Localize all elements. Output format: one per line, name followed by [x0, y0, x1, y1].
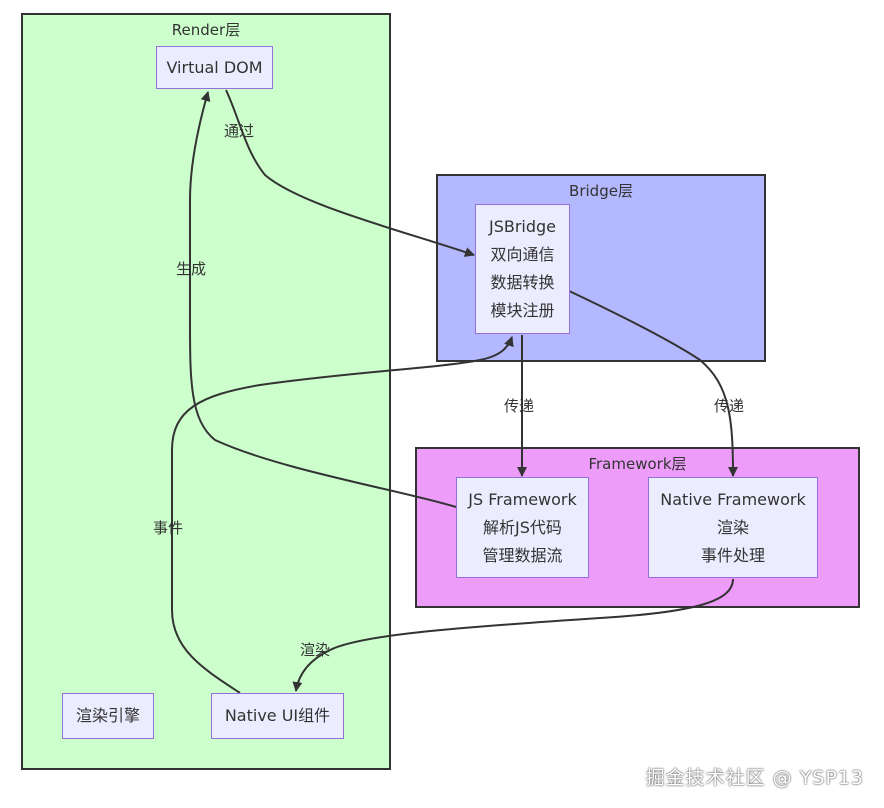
edge-vdom-to-bridge — [225, 89, 475, 257]
native-framework-line-2: 渲染 — [716, 517, 749, 537]
edge-jsfw-to-vdom — [189, 91, 457, 508]
edge-label-chuandi-left: 传递 — [504, 397, 535, 415]
jsbridge-line-3: 数据转换 — [490, 273, 555, 292]
edge-label-shengcheng: 生成 — [176, 260, 207, 278]
edge-label-tongguo: 通过 — [224, 122, 255, 140]
render-engine-label: 渲染引擎 — [75, 706, 140, 725]
edge-label-chuandi-right: 传递 — [714, 397, 745, 415]
jsbridge-node: JSBridge 双向通信 数据转换 模块注册 — [475, 204, 570, 334]
js-framework-line-2: 解析JS代码 — [483, 517, 562, 537]
native-ui-label: Native UI组件 — [224, 706, 331, 725]
virtual-dom-node: Virtual DOM — [156, 46, 273, 89]
edge-nativefw-to-nativeui — [292, 578, 734, 692]
virtual-dom-label: Virtual DOM — [166, 57, 263, 77]
js-framework-node: JS Framework 解析JS代码 管理数据流 — [456, 477, 589, 578]
edge-nativeui-to-bridge — [171, 336, 514, 694]
watermark-text: 掘金技术社区 @ YSP13 — [645, 767, 864, 789]
jsbridge-line-2: 双向通信 — [490, 245, 555, 264]
render-layer-title: Render层 — [171, 21, 241, 39]
render-layer-cluster: Render层 — [21, 13, 391, 770]
native-framework-node: Native Framework 渲染 事件处理 — [648, 477, 818, 578]
jsbridge-line-4: 模块注册 — [490, 301, 555, 320]
js-framework-line-1: JS Framework — [468, 489, 577, 509]
native-framework-line-3: 事件处理 — [700, 545, 765, 565]
bridge-layer-title: Bridge层 — [569, 182, 633, 200]
edge-label-xuanran: 渲染 — [300, 641, 331, 659]
edge-label-shijian: 事件 — [153, 519, 184, 537]
js-framework-line-3: 管理数据流 — [482, 545, 563, 565]
edge-bridge-to-nativefw — [566, 289, 738, 477]
native-framework-line-1: Native Framework — [660, 489, 806, 509]
jsbridge-line-1: JSBridge — [488, 217, 557, 236]
render-engine-node: 渲染引擎 — [62, 693, 154, 739]
native-ui-node: Native UI组件 — [211, 693, 344, 739]
framework-layer-title: Framework层 — [588, 455, 687, 473]
